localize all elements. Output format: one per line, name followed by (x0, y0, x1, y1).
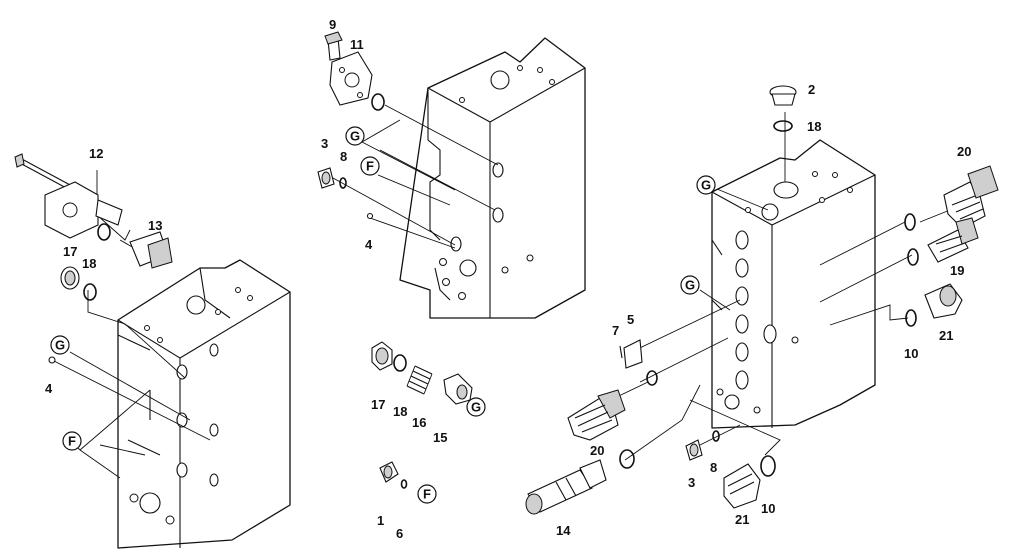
callout-19: 19 (950, 263, 964, 278)
callout-20-right: 20 (957, 144, 971, 159)
callout-13-left: 13 (148, 218, 162, 233)
marker-g-right: G (680, 275, 700, 295)
left-valve-body (117, 259, 291, 549)
callout-17-left: 17 (63, 244, 77, 259)
svg-text:F: F (68, 434, 76, 449)
callout-4-left: 4 (45, 381, 53, 396)
callout-1: 1 (377, 513, 384, 528)
callout-17-mid: 17 (371, 397, 385, 412)
svg-text:G: G (701, 178, 711, 193)
marker-f-center: F (360, 156, 380, 176)
callout-15: 15 (433, 430, 447, 445)
callout-14: 14 (556, 523, 571, 538)
callout-4-center: 4 (365, 237, 373, 252)
callout-3-right: 3 (688, 475, 695, 490)
callout-11: 11 (350, 37, 364, 52)
svg-text:G: G (471, 400, 481, 415)
svg-text:G: G (685, 278, 695, 293)
marker-f-left: F (62, 431, 82, 451)
marker-f-mid: F (417, 484, 437, 504)
callout-2: 2 (808, 82, 815, 97)
part-callouts: 12 13 17 18 4 9 11 3 8 4 17 18 16 15 1 6… (45, 17, 971, 541)
callout-3-center: 3 (321, 136, 328, 151)
callout-10-right: 10 (904, 346, 918, 361)
callout-5: 5 (627, 312, 634, 327)
callout-9: 9 (329, 17, 336, 32)
callout-21-bottom: 21 (735, 512, 749, 527)
left-parts (14, 153, 173, 364)
svg-text:F: F (366, 159, 374, 174)
callout-10-bottom: 10 (761, 501, 775, 516)
marker-g-mid: G (466, 397, 486, 417)
callout-8-right: 8 (710, 460, 717, 475)
circle-markers: G F G F G F G G (50, 126, 716, 504)
callout-18-right: 18 (807, 119, 821, 134)
marker-g-right-top: G (696, 175, 716, 195)
callout-18-mid: 18 (393, 404, 407, 419)
callout-16: 16 (412, 415, 426, 430)
marker-g-left: G (50, 335, 70, 355)
callout-20-bottom: 20 (590, 443, 604, 458)
svg-text:F: F (423, 487, 431, 502)
callout-7: 7 (612, 323, 619, 338)
right-parts (525, 85, 999, 515)
callout-6: 6 (396, 526, 403, 541)
center-valve-body (399, 37, 586, 319)
svg-text:G: G (55, 338, 65, 353)
marker-g-center: G (345, 126, 365, 146)
svg-text:G: G (350, 129, 360, 144)
callout-12: 12 (89, 146, 103, 161)
callout-8-center: 8 (340, 149, 347, 164)
callout-18-left: 18 (82, 256, 96, 271)
right-valve-body (711, 139, 876, 429)
callout-21-right: 21 (939, 328, 953, 343)
center-parts (317, 31, 473, 489)
